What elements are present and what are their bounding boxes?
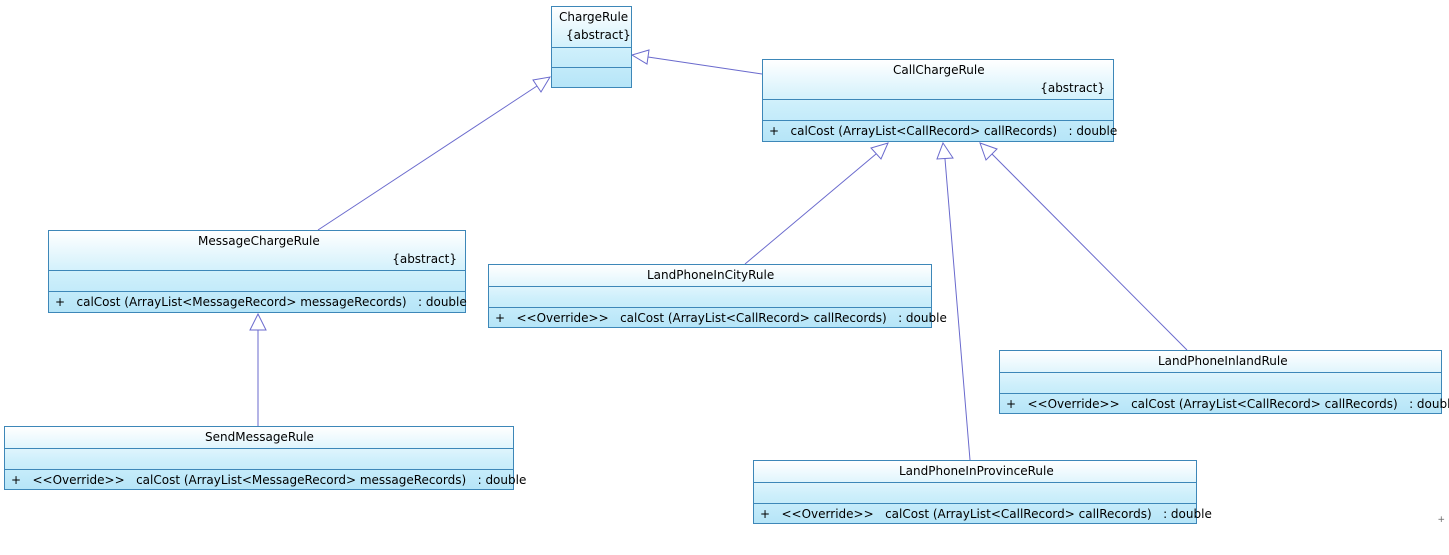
class-land-phone-in-city-rule[interactable]: LandPhoneInCityRule + <<Override>> calCo…	[488, 264, 947, 328]
class-land-phone-in-province-rule[interactable]: LandPhoneInProvinceRule + <<Override>> c…	[753, 460, 1212, 524]
attributes-section	[489, 286, 931, 307]
class-name: MessageChargeRule	[198, 234, 320, 248]
class-message-charge-rule[interactable]: MessageChargeRule {abstract} + calCost (…	[48, 230, 467, 313]
operation-calcost: + <<Override>> calCost (ArrayList<CallRe…	[495, 311, 947, 325]
class-send-message-rule[interactable]: SendMessageRule + <<Override>> calCost (…	[4, 426, 526, 490]
abstract-stereotype: {abstract}	[392, 252, 457, 266]
abstract-stereotype: {abstract}	[566, 28, 631, 42]
attributes-section	[763, 99, 1113, 120]
generalization-arrowhead	[870, 142, 889, 160]
class-name-section: CallChargeRule {abstract}	[763, 60, 1113, 99]
attributes-section	[49, 270, 465, 291]
class-call-charge-rule[interactable]: CallChargeRule {abstract} + calCost (Arr…	[762, 59, 1117, 142]
class-name: CallChargeRule	[893, 63, 985, 77]
operations-section: + calCost (ArrayList<CallRecord> callRec…	[763, 120, 1117, 141]
edge-landphoneincityrule-to-callchargerule	[744, 153, 877, 265]
canvas-corner-mark: +	[1437, 515, 1445, 525]
operations-section	[552, 67, 631, 87]
edge-landphoneinlandrule-to-callchargerule	[991, 153, 1188, 351]
class-name-section: SendMessageRule	[5, 427, 513, 448]
attributes-section	[754, 482, 1196, 503]
operations-section: + calCost (ArrayList<MessageRecord> mess…	[49, 291, 467, 312]
class-name-section: LandPhoneInProvinceRule	[754, 461, 1196, 482]
class-name-section: LandPhoneInlandRule	[1000, 351, 1441, 372]
operations-section: + <<Override>> calCost (ArrayList<CallRe…	[754, 503, 1212, 523]
class-name: LandPhoneInProvinceRule	[899, 464, 1054, 478]
generalization-arrowhead	[249, 312, 267, 331]
class-name: ChargeRule	[559, 10, 629, 24]
operation-calcost: + <<Override>> calCost (ArrayList<CallRe…	[1006, 397, 1449, 411]
operations-section: + <<Override>> calCost (ArrayList<CallRe…	[1000, 393, 1449, 413]
abstract-stereotype: {abstract}	[1040, 81, 1105, 95]
edge-landphoneinprovincerule-to-callchargerule	[944, 158, 971, 461]
operation-calcost: + <<Override>> calCost (ArrayList<Messag…	[11, 473, 527, 487]
class-name: SendMessageRule	[205, 430, 314, 444]
class-name: LandPhoneInCityRule	[647, 268, 775, 282]
class-name: LandPhoneInlandRule	[1158, 354, 1288, 368]
edge-callchargerule-to-chargerule	[647, 56, 763, 75]
class-charge-rule[interactable]: ChargeRule {abstract}	[551, 6, 632, 88]
operation-calcost: + calCost (ArrayList<CallRecord> callRec…	[769, 124, 1118, 138]
class-name-section: LandPhoneInCityRule	[489, 265, 931, 286]
generalization-arrowhead	[532, 76, 551, 93]
class-name-section: MessageChargeRule {abstract}	[49, 231, 465, 270]
edge-messagechargerule-to-chargerule	[317, 85, 538, 231]
operations-section: + <<Override>> calCost (ArrayList<CallRe…	[489, 307, 947, 327]
class-land-phone-inland-rule[interactable]: LandPhoneInlandRule + <<Override>> calCo…	[999, 350, 1449, 414]
attributes-section	[1000, 372, 1441, 393]
operation-calcost: + <<Override>> calCost (ArrayList<CallRe…	[760, 507, 1212, 521]
attributes-section	[5, 448, 513, 469]
generalization-arrowhead	[936, 141, 954, 160]
operations-section: + <<Override>> calCost (ArrayList<Messag…	[5, 469, 526, 489]
attributes-section	[552, 47, 631, 67]
class-name-section: ChargeRule {abstract}	[552, 7, 631, 47]
operation-calcost: + calCost (ArrayList<MessageRecord> mess…	[55, 295, 467, 309]
generalization-arrowhead	[630, 49, 650, 65]
generalization-arrowhead	[979, 142, 998, 161]
